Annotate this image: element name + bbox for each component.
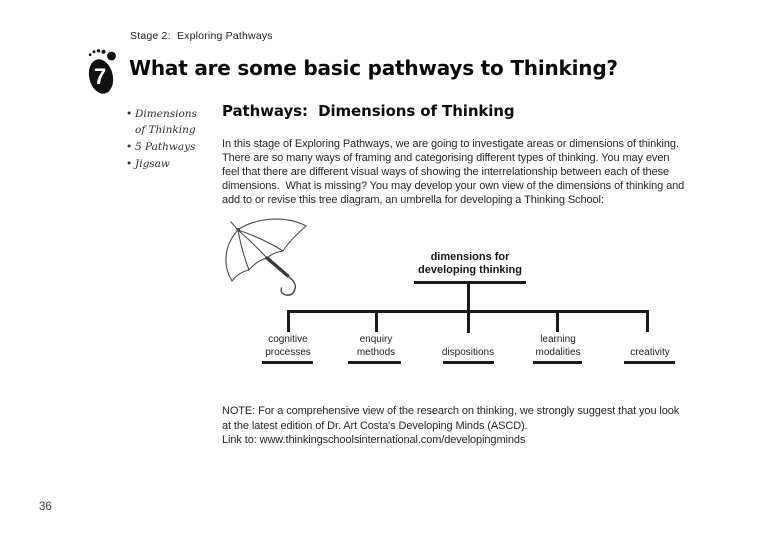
branch-label-enquiry-methods: enquiry methods	[356, 334, 396, 358]
branch-drop-line	[375, 312, 378, 332]
sidebar-item-label: Dimensions of Thinking	[135, 108, 197, 136]
branch-crossbar-line	[287, 310, 649, 313]
bullet-icon: •	[126, 158, 133, 170]
stage-breadcrumb: Stage 2: Exploring Pathways	[130, 30, 273, 42]
intro-paragraph: In this stage of Exploring Pathways, we …	[222, 138, 685, 207]
bullet-icon: •	[126, 108, 133, 120]
sidebar-item-jigsaw: • Jigsaw	[126, 156, 226, 172]
root-underline-rule	[414, 281, 526, 284]
sidebar-item-pathways: • 5 Pathways	[126, 139, 226, 155]
branch-label-learning-modalities: learning modalities	[535, 334, 581, 358]
sidebar-item-dimensions: • Dimensions of Thinking	[126, 106, 226, 138]
branch-underline-rule	[533, 361, 582, 364]
branch-underline-rule	[443, 361, 494, 364]
branch-label-creativity: creativity	[630, 346, 670, 358]
page-number: 36	[39, 501, 52, 513]
branch-underline-rule	[624, 361, 675, 364]
diagram-root-label: dimensions for developing thinking	[418, 251, 522, 276]
branch-label-dispositions: dispositions	[441, 346, 495, 358]
footprint-icon: 7	[85, 47, 122, 97]
branch-underline-rule	[348, 361, 401, 364]
sidebar-item-label: 5 Pathways	[135, 141, 196, 153]
branch-drop-line	[556, 312, 559, 332]
bullet-icon: •	[126, 141, 133, 153]
section-heading: Pathways: Dimensions of Thinking	[222, 102, 515, 120]
sidebar-item-label: Jigsaw	[135, 158, 170, 170]
sidebar-keyword-list: • Dimensions of Thinking • 5 Pathways • …	[126, 106, 226, 173]
note-paragraph: NOTE: For a comprehensive view of the re…	[222, 405, 680, 446]
umbrella-icon	[222, 217, 317, 302]
branch-drop-line	[646, 312, 649, 332]
root-stem-line	[467, 283, 470, 333]
branch-drop-line	[287, 312, 290, 332]
branch-label-cognitive-processes: cognitive processes	[265, 334, 311, 358]
branch-underline-rule	[262, 361, 313, 364]
thinking-dimensions-tree-diagram: dimensions for developing thinking cogni…	[0, 215, 768, 400]
step-number: 7	[94, 64, 106, 89]
page-title: What are some basic pathways to Thinking…	[129, 56, 618, 80]
